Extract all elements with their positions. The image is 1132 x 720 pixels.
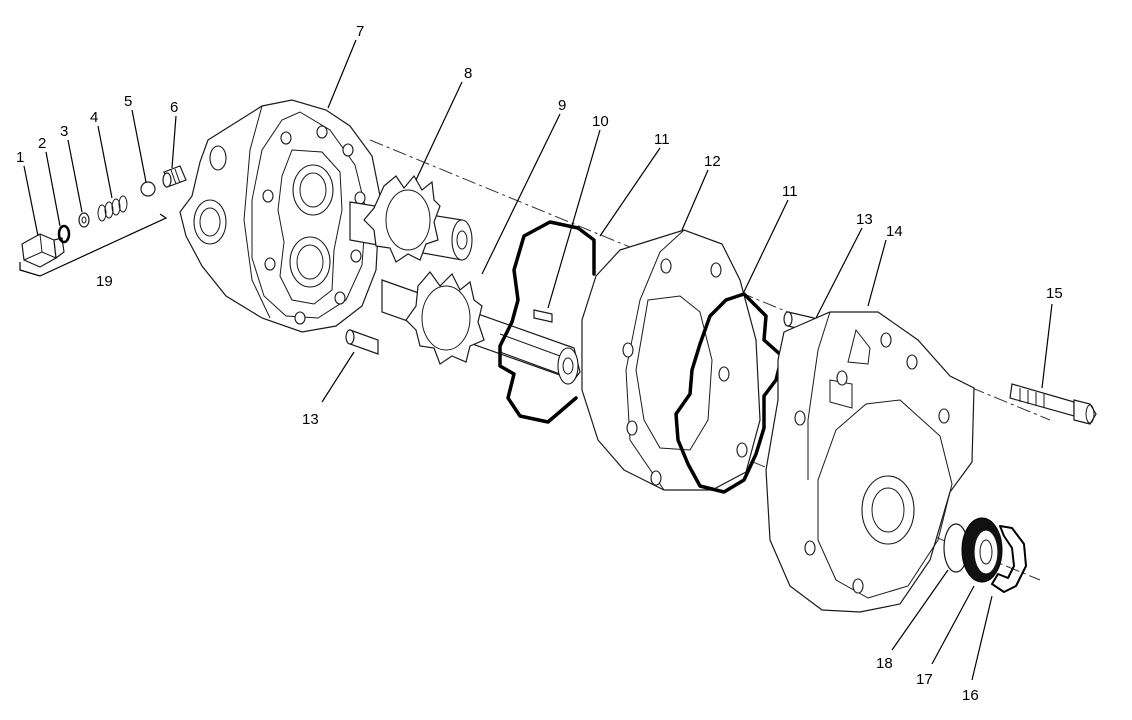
callout-19: 19 xyxy=(96,273,113,290)
drive-gear-shaft-part xyxy=(381,271,581,385)
callout-18: 18 xyxy=(876,655,893,672)
callout-7: 7 xyxy=(356,23,364,40)
callout-13a: 13 xyxy=(856,211,873,228)
callout-17: 17 xyxy=(916,671,933,688)
callout-12: 12 xyxy=(704,153,721,170)
callout-8: 8 xyxy=(464,65,472,82)
callouts: 1 2 3 4 5 6 7 8 9 10 11 12 11 13 14 15 1… xyxy=(16,23,1063,704)
callout-6: 6 xyxy=(170,99,178,116)
key-part xyxy=(533,309,553,323)
ball-part xyxy=(140,181,156,197)
callout-14: 14 xyxy=(886,223,903,240)
bolt-part xyxy=(1009,383,1097,425)
callout-9: 9 xyxy=(558,97,566,114)
callout-16: 16 xyxy=(962,687,979,704)
shaft-seal-part xyxy=(961,517,1003,583)
o-ring-part xyxy=(57,224,71,244)
leader-lines xyxy=(19,39,1053,681)
gasket-left-part xyxy=(498,220,596,424)
cover-part xyxy=(765,311,975,613)
pump-body-part xyxy=(179,99,381,333)
spring-part xyxy=(97,195,128,222)
callout-2: 2 xyxy=(38,135,46,152)
callout-13b: 13 xyxy=(302,411,319,428)
washer-part xyxy=(78,212,90,228)
callout-11a: 11 xyxy=(654,131,670,148)
plug-part xyxy=(21,233,65,268)
callout-4: 4 xyxy=(90,109,98,126)
fitting-part xyxy=(162,165,187,188)
callout-15: 15 xyxy=(1046,285,1063,302)
callout-10: 10 xyxy=(592,113,609,130)
retaining-ring-part xyxy=(991,525,1027,593)
callout-5: 5 xyxy=(124,93,132,110)
dowel-pin-lower-part xyxy=(345,329,379,355)
upper-gear-part xyxy=(349,174,473,263)
gear-housing-part xyxy=(581,229,761,491)
callout-1: 1 xyxy=(16,149,24,166)
callout-11b: 11 xyxy=(782,183,798,200)
callout-3: 3 xyxy=(60,123,68,140)
